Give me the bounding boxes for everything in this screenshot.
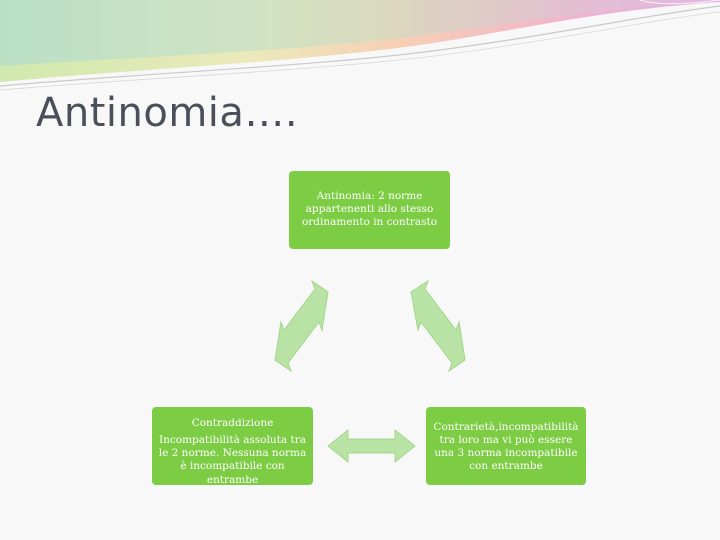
node-contraddizione-heading: Contraddizione xyxy=(191,417,274,429)
node-antinomia-text: Antinomia: 2 norme appartenenti allo ste… xyxy=(301,190,438,229)
node-contraddizione: Contraddizione Incompatibilità assoluta … xyxy=(152,407,313,486)
header-wave-decoration xyxy=(0,0,720,91)
node-contrarieta: Contrarietà,incompatibilità tra loro ma … xyxy=(426,407,586,485)
double-arrow-right xyxy=(410,279,466,373)
slide-title: Antinomia…. xyxy=(36,90,299,136)
node-antinomia: Antinomia: 2 norme appartenenti allo ste… xyxy=(289,171,450,249)
node-contrarieta-text: Contrarietà,incompatibilità tra loro ma … xyxy=(433,421,579,473)
double-arrow-bottom xyxy=(327,428,416,464)
double-arrow-left xyxy=(274,279,329,373)
node-contraddizione-text: Incompatibilità assoluta tra le 2 norme.… xyxy=(158,434,307,486)
